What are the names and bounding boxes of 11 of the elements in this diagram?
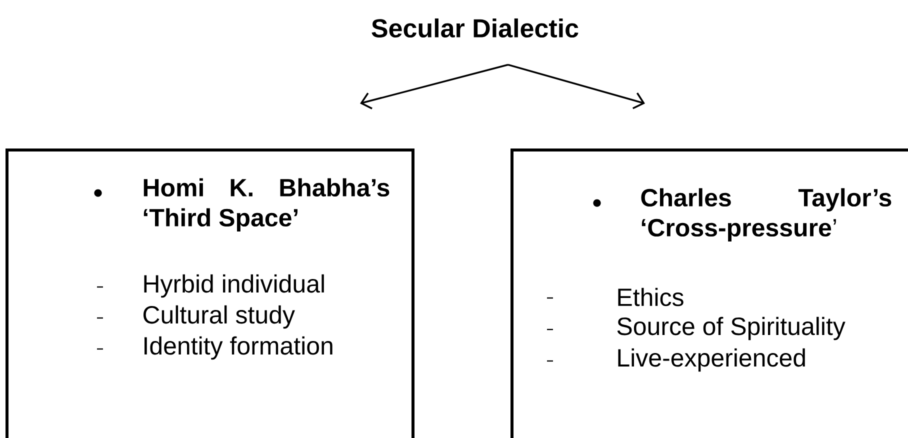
heading: Charles Taylor’s ‘Cross-pressure’ [641, 188, 892, 242]
arrow [360, 64, 508, 110]
list-item: Ethics [618, 288, 684, 306]
arrow [508, 64, 645, 110]
list-item: Live-experienced [618, 348, 805, 372]
list-item: Hyrbid individual [144, 274, 324, 298]
heading: Homi K. Bhabha’s ‘Third Space’ [144, 178, 390, 232]
list-item: Cultural study [143, 305, 295, 329]
title: Secular Dialectic [372, 18, 578, 38]
list-item: Identity formation [144, 336, 332, 360]
list-item: Source of Spirituality [617, 316, 846, 340]
